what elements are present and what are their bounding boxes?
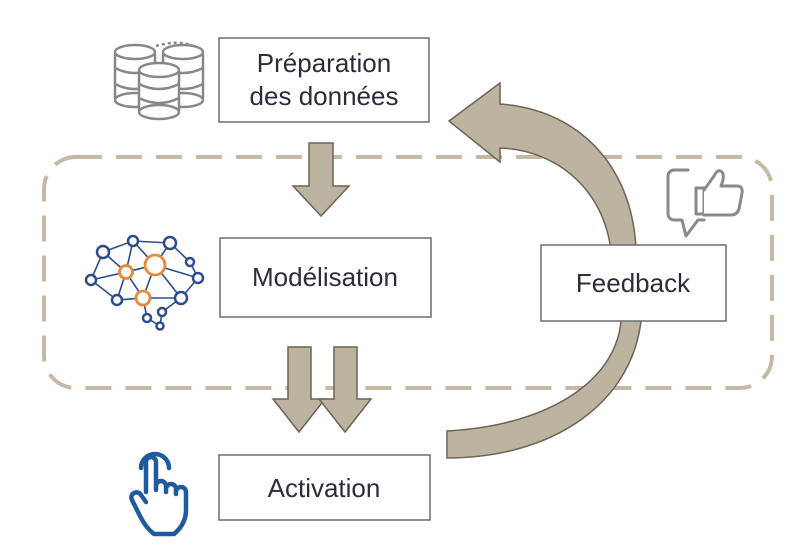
double-down-arrow-right	[317, 346, 373, 434]
hand-pointer-icon	[129, 451, 189, 537]
down-arrow	[291, 142, 351, 218]
neural-network-icon	[84, 234, 205, 331]
feedback-curved-arrow-upper	[447, 81, 637, 269]
modelisation-box: Modélisation	[219, 237, 432, 318]
modelisation-label: Modélisation	[252, 262, 398, 292]
thumbs-up-chat-icon	[666, 168, 744, 238]
dashed-region	[42, 155, 774, 390]
activation-box: Activation	[218, 454, 431, 521]
database-icon	[113, 41, 205, 121]
feedback-label: Feedback	[576, 268, 691, 298]
preparation-label-line2: des données	[250, 81, 399, 111]
feedback-box: Feedback	[540, 244, 727, 322]
preparation-box: Préparation des données	[218, 37, 430, 123]
double-down-arrow-left	[271, 346, 327, 434]
preparation-label-line1: Préparation	[257, 48, 391, 78]
activation-label: Activation	[268, 473, 381, 503]
